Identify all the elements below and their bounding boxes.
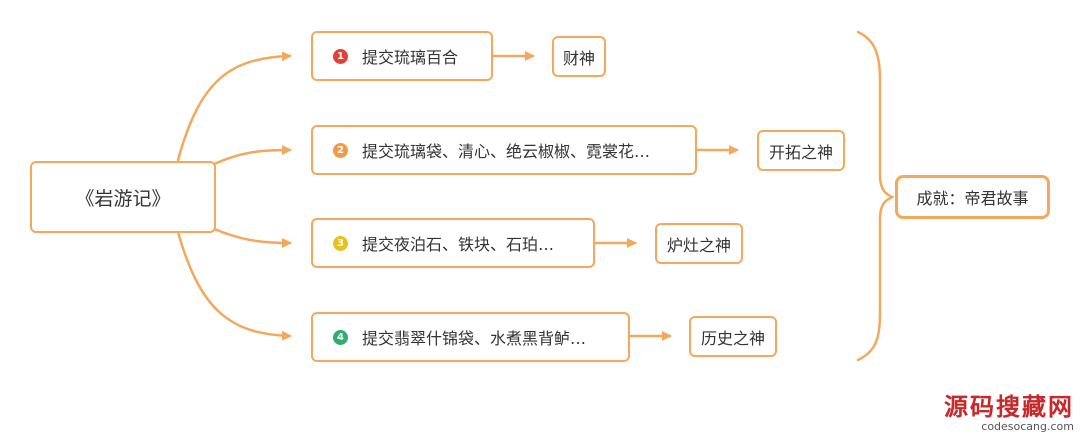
- reward-node-1: 财神: [552, 36, 606, 77]
- root-title: 《岩游记》: [75, 187, 171, 210]
- step-3-badge-icon: 3: [333, 235, 348, 251]
- branch-arrow-3: [210, 226, 292, 248]
- achievement-label: 成就：帝君故事: [916, 189, 1029, 208]
- step-1-badge-icon: 1: [333, 48, 348, 64]
- watermark-logo: 源码搜藏网 codesocang.com: [944, 392, 1074, 433]
- achievement-brace: [856, 30, 895, 362]
- task-node-3: 3 提交夜泊石、铁块、石珀…: [311, 218, 595, 268]
- reward-node-4: 历史之神: [689, 316, 777, 357]
- reward-2-label: 开拓之神: [768, 142, 833, 162]
- watermark-main: 源码搜藏网: [944, 392, 1074, 421]
- task-3-label: 提交夜泊石、铁块、石珀…: [362, 235, 555, 254]
- reward-3-label: 炉灶之神: [666, 235, 731, 255]
- branch-arrow-4: [176, 230, 292, 341]
- step-2-badge-icon: 2: [333, 142, 348, 158]
- task-2-label: 提交琉璃袋、清心、绝云椒椒、霓裳花…: [362, 142, 651, 161]
- root-node: 《岩游记》: [30, 161, 216, 233]
- reward-4-label: 历史之神: [700, 328, 765, 348]
- reward-node-2: 开拓之神: [757, 130, 845, 171]
- step-4-badge-icon: 4: [333, 329, 348, 345]
- reward-node-3: 炉灶之神: [655, 223, 743, 264]
- task-node-1: 1 提交琉璃百合: [311, 31, 493, 81]
- task-node-4: 4 提交翡翠什锦袋、水煮黑背鲈…: [311, 312, 630, 362]
- branch-arrow-1: [176, 51, 292, 162]
- watermark-url: codesocang.com: [981, 420, 1074, 433]
- achievement-node: 成就：帝君故事: [895, 175, 1050, 219]
- task-node-2: 2 提交琉璃袋、清心、绝云椒椒、霓裳花…: [311, 125, 697, 175]
- reward-1-label: 财神: [562, 48, 595, 68]
- branch-arrow-2: [210, 145, 292, 167]
- task-4-label: 提交翡翠什锦袋、水煮黑背鲈…: [362, 329, 587, 348]
- task-1-label: 提交琉璃百合: [362, 48, 459, 67]
